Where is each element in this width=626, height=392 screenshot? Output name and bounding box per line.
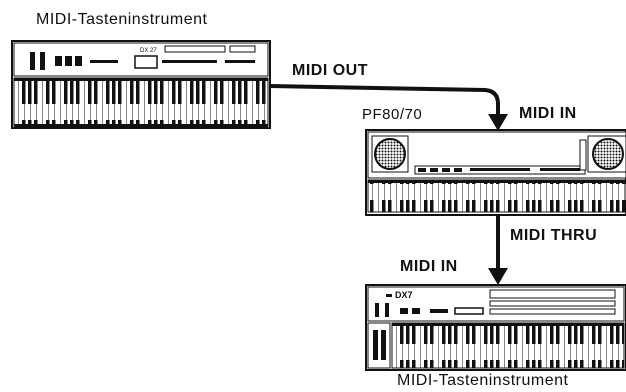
dx7-synth-icon: DX7 xyxy=(366,285,626,370)
midi-out-label: MIDI OUT xyxy=(292,62,368,80)
digital-piano-icon xyxy=(366,130,626,215)
top-keyboard-icon: DX 27 xyxy=(12,41,270,128)
bottom-keyboard-label: MIDI-Tasteninstrument xyxy=(397,372,568,390)
svg-text:DX 27: DX 27 xyxy=(140,48,157,54)
pf-model-label: PF80/70 xyxy=(362,106,422,123)
top-keyboard-label: MIDI-Tasteninstrument xyxy=(36,11,207,29)
midi-in-top-label: MIDI IN xyxy=(519,105,577,123)
midi-thru-label: MIDI THRU xyxy=(510,227,597,245)
midi-in-bottom-label: MIDI IN xyxy=(400,258,458,276)
dx7-badge: DX7 xyxy=(395,290,413,300)
